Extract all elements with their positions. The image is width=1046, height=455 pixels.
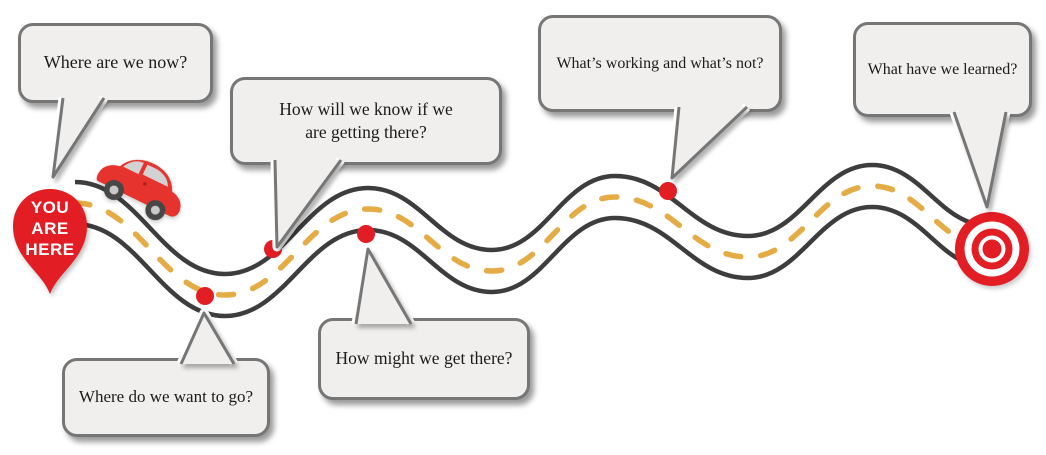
bubble-text: How might we get there? [335,348,513,369]
car-wheel-rear-hub [150,205,160,215]
car-window-front [123,161,144,175]
milestone-dot-4 [659,182,677,200]
bubble-text: What’s working and what’s not? [556,54,764,72]
bubble-text: Where are we now? [43,52,188,73]
road-edge-top [74,162,991,277]
speech-bubble-what-have-we-learned: What have we learned? [853,22,1032,117]
speech-bubble-whats-working: What’s working and what’s not? [538,15,782,112]
milestone-dot-3 [357,225,375,243]
car-icon [96,159,181,221]
car-door-handle [142,182,147,186]
bubble-text: What have we learned? [867,60,1018,78]
car-window-rear [142,164,168,187]
bubble-text: How will we know if we are getting there… [279,98,453,142]
speech-bubble-where-do-we-want-to-go: Where do we want to go? [62,358,270,437]
road-center-dashed-line [72,183,993,298]
speech-bubble-how-will-we-know: How will we know if we are getting there… [230,77,502,165]
milestone-dot-1 [196,287,214,305]
pin-label-line-3: HERE [25,240,74,259]
bubble-text: Where do we want to go? [78,387,254,407]
pin-label-line-1: YOU [31,198,69,217]
car-wheel-front-hub [109,185,119,195]
milestone-dot-2 [264,240,282,258]
speech-bubble-how-might-we-get-there: How might we get there? [318,318,530,400]
you-are-here-pin-icon: YOU ARE HERE [13,189,87,294]
target-bull [982,239,1002,259]
pin-shape [13,189,87,294]
speech-bubble-where-are-we-now: Where are we now? [18,23,213,103]
bullseye-target-icon [955,212,1029,286]
pin-label-line-2: ARE [31,219,68,238]
